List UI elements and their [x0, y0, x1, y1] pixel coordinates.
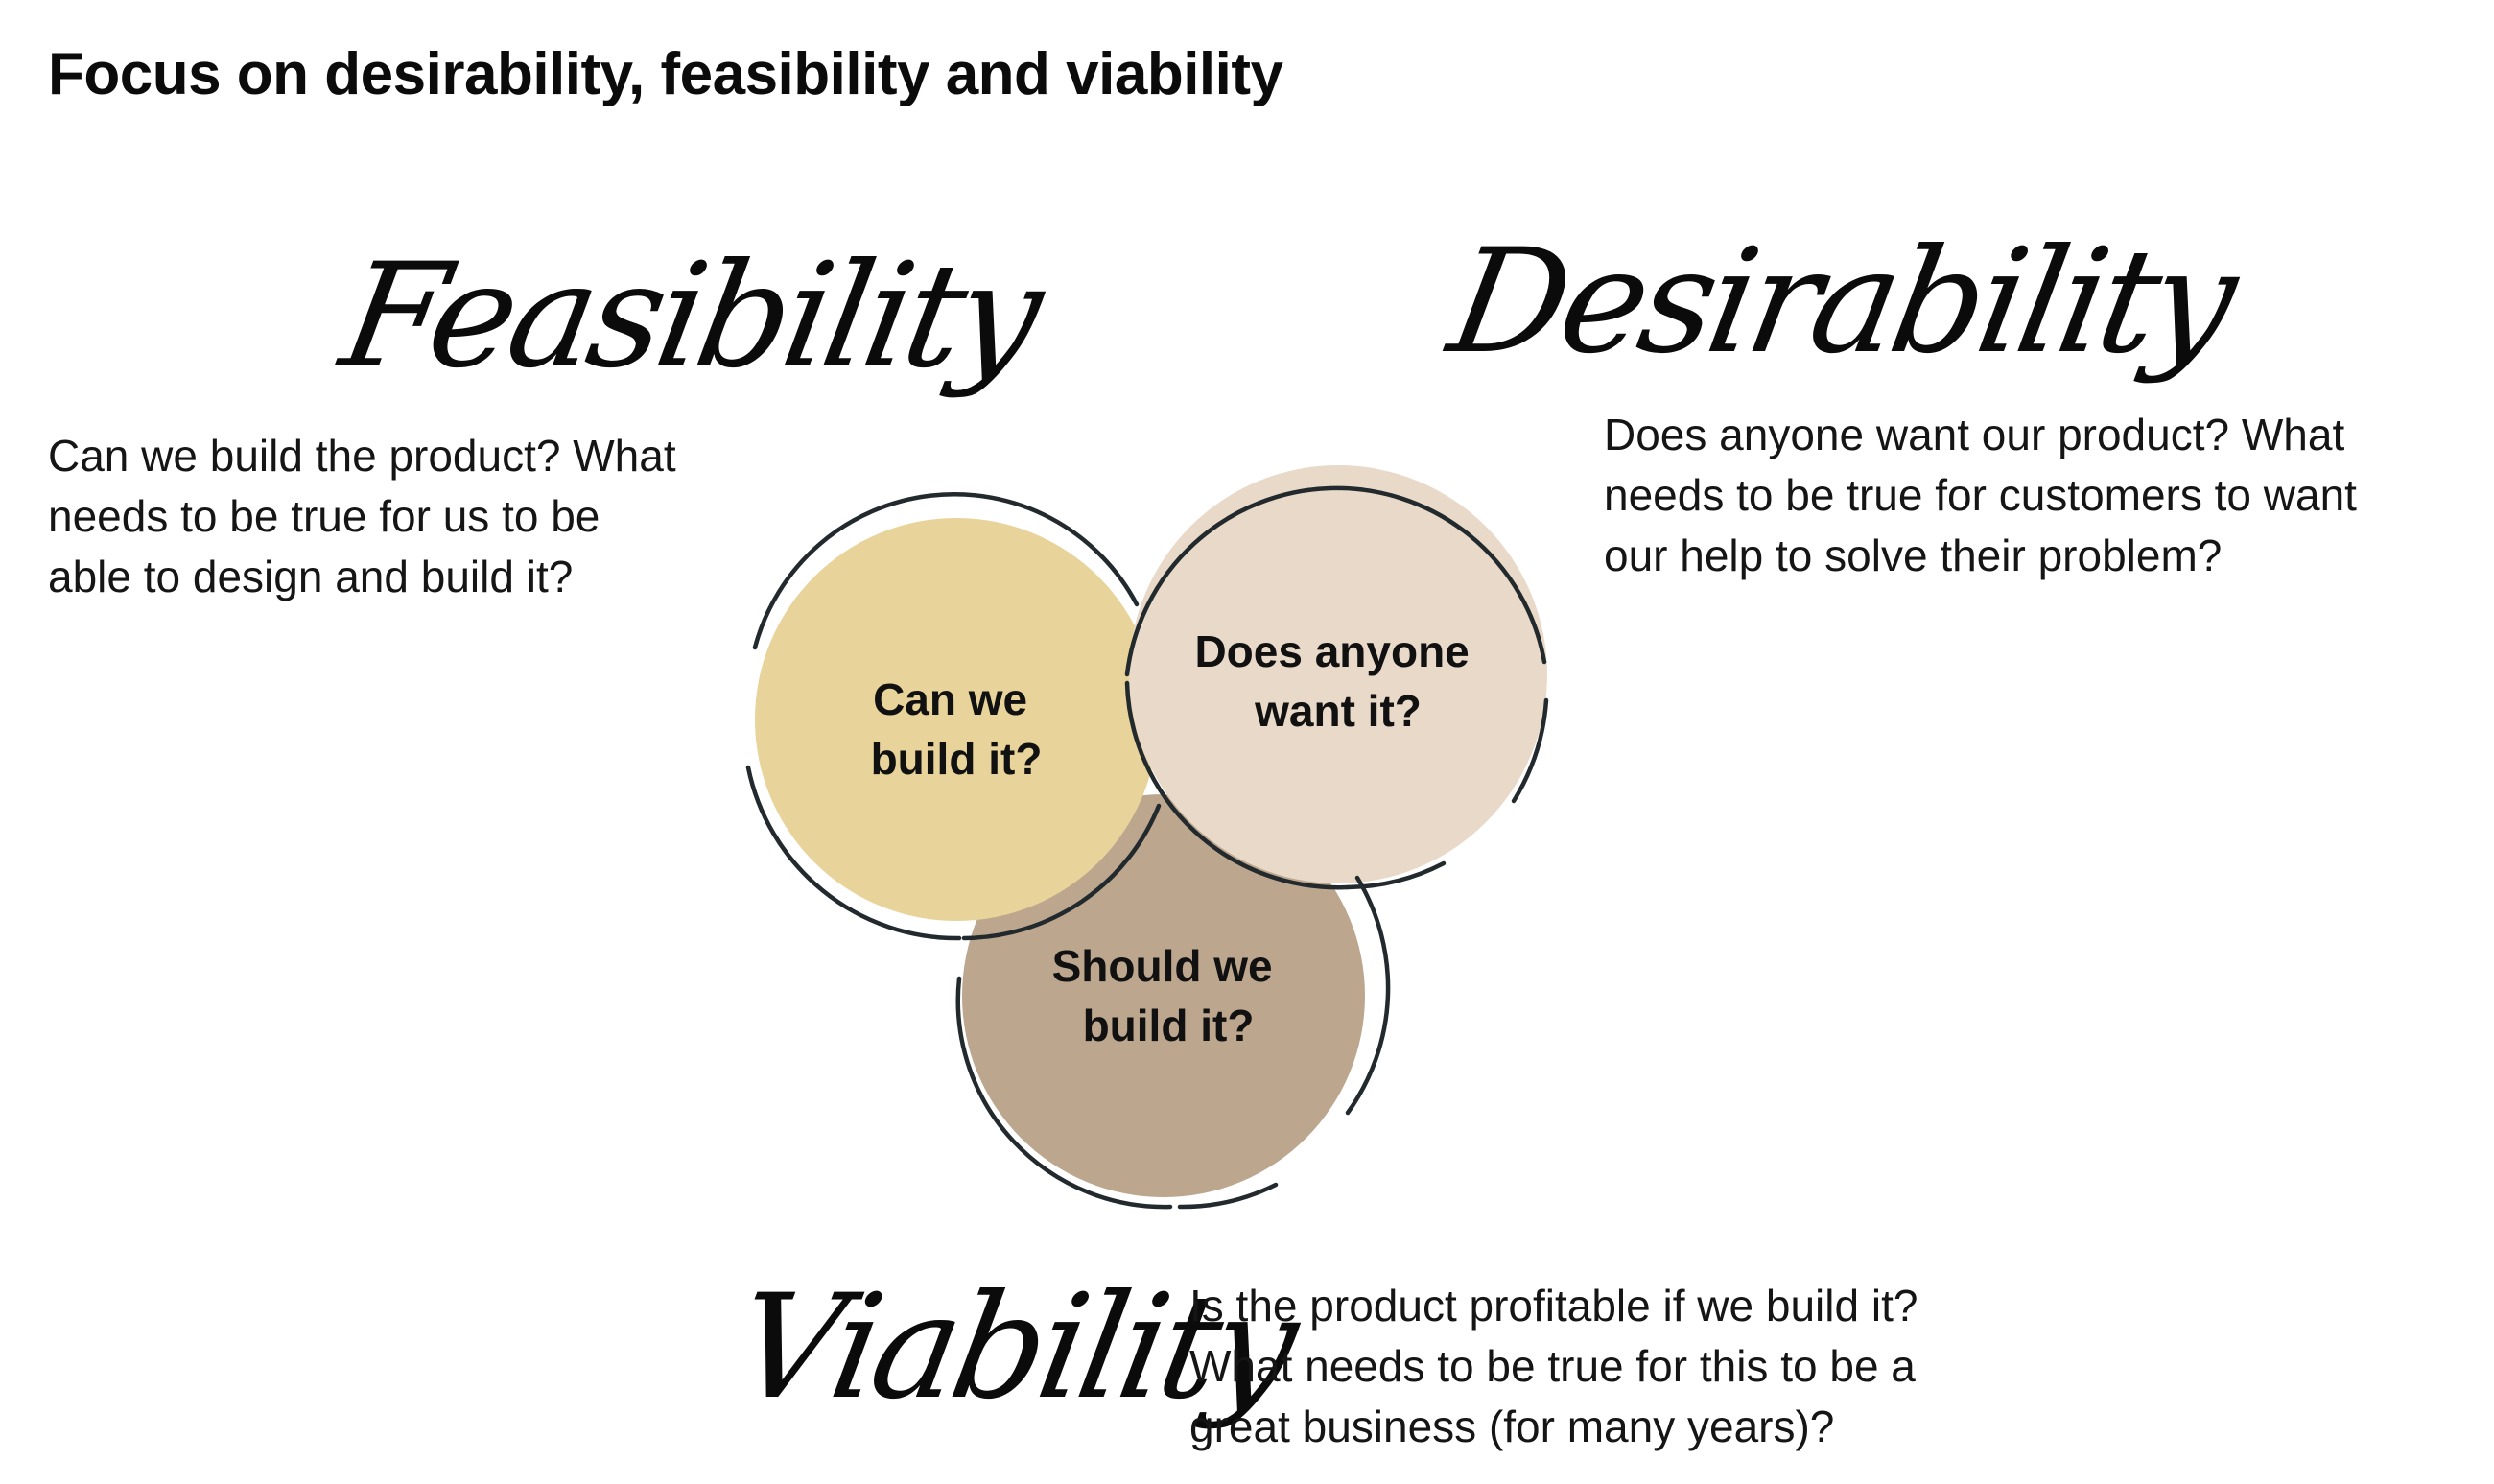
desirability-description: Does anyone want our product? What needs…	[1604, 405, 2357, 586]
sketch-outlines	[745, 485, 1549, 1210]
desirability-description-line: needs to be true for customers to want	[1604, 470, 2357, 520]
viability-circle-label-line: Should we	[1052, 941, 1273, 991]
feasibility-circle	[755, 518, 1158, 921]
desirability-outline-arc	[1124, 485, 1547, 677]
feasibility-outline-arc	[745, 765, 962, 941]
desirability-outline-arc	[1124, 680, 1351, 890]
feasibility-description: Can we build the product? What needs to …	[48, 426, 676, 607]
viability-outline-arc	[955, 976, 1173, 1210]
viability-description: Is the product profitable if we build it…	[1189, 1276, 1918, 1457]
desirability-outline-arc	[1345, 860, 1447, 890]
viability-description-line: great business (for many years)?	[1189, 1402, 1835, 1451]
desirability-circle-label: Does anyone want it?	[1194, 626, 1481, 736]
desirability-circle-label-line: want it?	[1254, 686, 1422, 736]
page-title: Focus on desirability, feasibility and v…	[48, 41, 1283, 107]
viability-outline-arc	[1345, 875, 1391, 1116]
desirability-description-line: our help to solve their problem?	[1604, 530, 2223, 580]
feasibility-description-line: able to design and build it?	[48, 552, 574, 601]
feasibility-description-line: needs to be true for us to be	[48, 491, 600, 541]
feasibility-circle-label: Can we build it?	[871, 674, 1043, 784]
desirability-outline-arc	[1511, 697, 1549, 804]
feasibility-description-line: Can we build the product? What	[48, 431, 676, 481]
viability-circle-label-line: build it?	[1083, 1001, 1255, 1050]
desirability-circle-label-line: Does anyone	[1194, 626, 1469, 676]
desirability-circle	[1129, 465, 1547, 883]
viability-circle	[962, 794, 1365, 1197]
feasibility-outline-arc	[961, 803, 1162, 941]
viability-circle-label: Should we build it?	[1052, 941, 1285, 1050]
feasibility-outline-arc	[752, 492, 1140, 650]
viability-description-line: Is the product profitable if we build it…	[1189, 1281, 1918, 1331]
feasibility-circle-label-line: Can we	[873, 674, 1027, 724]
viability-outline-arc	[1177, 1182, 1279, 1210]
feasibility-circle-label-line: build it?	[871, 734, 1043, 784]
viability-description-line: What needs to be true for this to be a	[1189, 1341, 1916, 1391]
desirability-description-line: Does anyone want our product? What	[1604, 410, 2345, 459]
